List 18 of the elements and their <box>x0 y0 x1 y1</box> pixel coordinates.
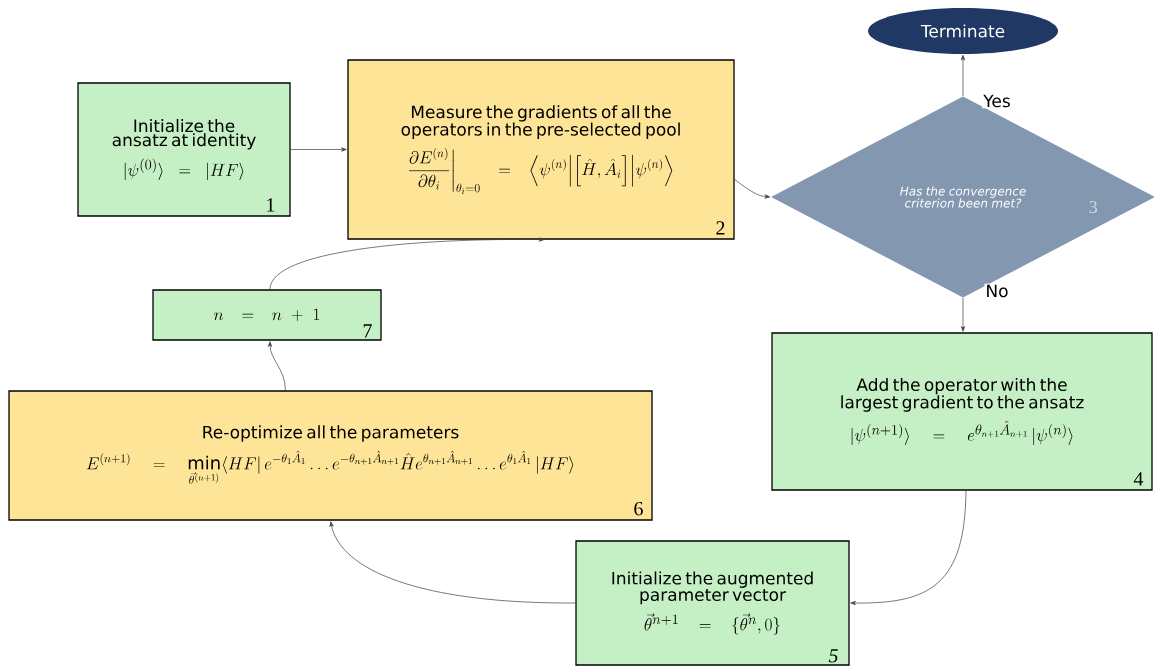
step-number: 5 <box>828 649 838 663</box>
arrow <box>960 297 966 332</box>
arrow <box>290 147 347 152</box>
step-number: 2 <box>716 221 725 235</box>
arrow <box>329 521 576 604</box>
step-number: 7 <box>363 324 372 338</box>
edge-label: Yes <box>982 93 1012 109</box>
step-number: 4 <box>1133 472 1144 486</box>
step-number: 6 <box>634 502 643 516</box>
step-number: 1 <box>267 198 275 212</box>
arrow <box>269 237 545 290</box>
step-number: 3 <box>1089 200 1098 214</box>
arrow <box>734 179 771 199</box>
arrow <box>267 341 286 391</box>
arrow <box>960 54 966 97</box>
arrow <box>850 490 967 606</box>
terminal-oval: Terminate <box>868 8 1058 54</box>
edge-label: No <box>984 283 1010 299</box>
